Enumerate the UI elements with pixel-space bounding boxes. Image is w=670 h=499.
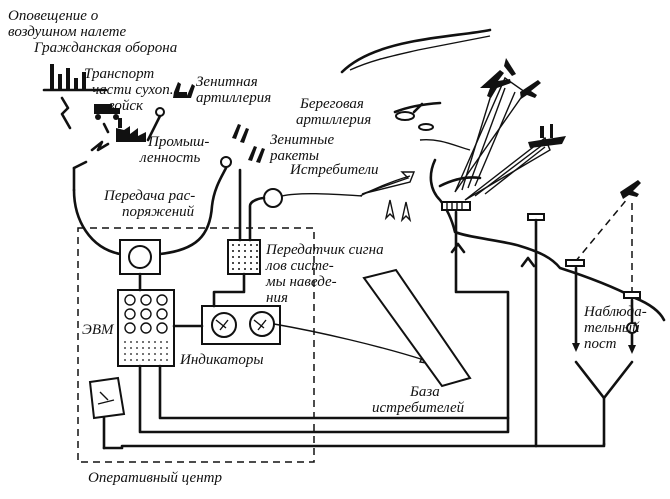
alert-tower-icon [42,64,108,130]
label-fighter-base-line2: истребителей [372,400,465,416]
label-alert-line1: Оповещение о [8,8,99,24]
comm-device [119,239,161,275]
truck-icon [94,104,120,134]
label-fighter-base: База истребителей [372,384,465,416]
plotting-table [88,376,126,450]
missile-icon [220,124,265,168]
fighter-base-runway [362,268,472,388]
label-observation-post-line1: Наблюда- [583,304,647,320]
label-orders-line1: Передача рас- [103,188,195,204]
fighter-jets [263,171,416,223]
label-observation-post: Наблюда- тельный пост [583,304,647,352]
enemy-aircraft [480,58,641,199]
label-fighter-base-line1: База [409,384,440,400]
label-aa-missiles-line2: ракеты [269,148,319,164]
label-alert: Оповещение о воздушном налете Гражданска… [8,8,177,56]
label-aa-artillery: Зенитная артиллерия [196,74,271,106]
aa-gun-icon [146,82,195,142]
ops-center-border [77,227,315,463]
label-fighters: Истребители [289,162,378,178]
label-transport: Транспорт части сухоп. войск [84,66,173,114]
label-observation-post-line2: тельный [584,320,640,336]
label-aa-missiles: Зенитные ракеты [269,132,334,164]
radar-beams [454,76,551,201]
label-transmitter-line3: мы наведе- [265,274,337,290]
ship [528,124,566,148]
label-transmitter: Передатчик сигна лов систе- мы наведе- н… [265,242,384,306]
label-transmitter-line1: Передатчик сигна [265,242,384,258]
factory-icon [90,118,146,152]
indicator-displays [172,272,434,365]
label-ops-center: Оперативный центр [88,470,222,486]
label-orders-line2: поряжений [122,204,195,220]
observation-sensors [565,197,641,446]
label-orders: Передача рас- поряжений [103,188,195,220]
label-transmitter-line2: лов систе- [265,258,334,274]
label-aa-missiles-line1: Зенитные [270,132,334,148]
label-transmitter-line4: ния [266,290,288,306]
label-transport-line3: войск [108,98,144,114]
label-computer: ЭВМ [82,322,115,338]
radar-station-left [441,201,471,211]
label-transport-line1: Транспорт [84,66,154,82]
data-cables [102,210,606,450]
orders-lines [72,160,228,256]
label-transport-line2: части сухоп. [92,82,173,98]
label-alert-line2: воздушном налете [8,24,126,40]
label-coastal-artillery-line1: Береговая [299,96,364,112]
label-aa-artillery-line1: Зенитная [196,74,258,90]
computer-unit [117,272,175,367]
coastal-guns [395,102,434,131]
label-coastal-artillery: Береговая артиллерия [296,96,371,128]
label-observation-post-line3: пост [584,336,617,352]
transmitter-box [227,168,266,275]
label-coastal-artillery-line2: артиллерия [296,112,371,128]
label-industry: Промыш- ленность [139,134,209,166]
label-industry-line2: ленность [139,150,200,166]
label-alert-line3: Гражданская оборона [33,40,177,56]
label-industry-line1: Промыш- [147,134,209,150]
label-indicators: Индикаторы [179,352,264,368]
label-aa-artillery-line2: артиллерия [196,90,271,106]
